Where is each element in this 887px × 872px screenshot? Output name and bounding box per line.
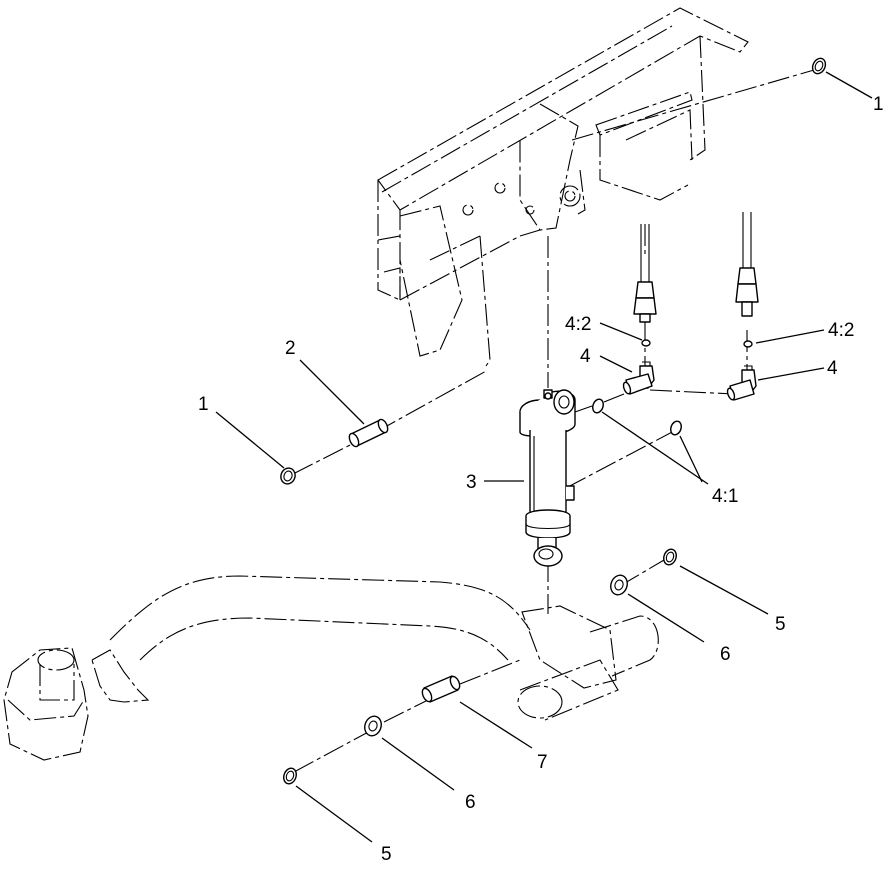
part-2-pivot-pin [348, 418, 389, 448]
leader-lines [215, 71, 873, 843]
callout-labels: 1 1 2 3 4:2 4 4:2 4 4:1 5 6 7 6 5 [198, 94, 884, 865]
part-3-hydraulic-cylinder [519, 389, 576, 567]
part-6-washer-upper [610, 574, 628, 596]
part-4-elbow-fitting-right [726, 365, 757, 401]
part-5-ring-lower [283, 767, 297, 785]
lift-arm-phantom [3, 575, 659, 761]
part-4-elbow-fitting-left [622, 361, 655, 395]
callout-6-upper: 6 [720, 644, 731, 665]
hydraulic-hose-left [633, 224, 657, 323]
part-1-ring-upper [811, 57, 827, 75]
callout-4-2-right: 4:2 [828, 320, 854, 341]
callout-7: 7 [537, 752, 548, 773]
part-4-2-oring-right [743, 340, 753, 348]
part-7-pin [421, 675, 461, 703]
callout-4-right: 4 [827, 358, 838, 379]
part-1-ring-lower [280, 467, 296, 485]
part-5-ring-upper [663, 548, 677, 566]
part-6-washer-lower [364, 715, 382, 737]
hydraulic-hose-right [735, 212, 759, 317]
callout-4-2-left: 4:2 [565, 314, 591, 335]
part-4-1-oring-upper [592, 398, 604, 414]
callout-5-lower: 5 [381, 844, 392, 865]
callout-3: 3 [466, 472, 477, 493]
frame-assembly-phantom [377, 7, 749, 367]
callout-1-lower: 1 [198, 394, 209, 415]
callout-4-left: 4 [580, 346, 591, 367]
callout-2: 2 [285, 338, 296, 359]
part-4-1-oring-lower [670, 420, 682, 436]
callout-6-lower: 6 [465, 792, 476, 813]
part-4-2-oring-left [641, 339, 651, 347]
callout-1-upper: 1 [873, 94, 884, 115]
callout-5-upper: 5 [775, 614, 786, 635]
callout-4-1: 4:1 [712, 486, 738, 507]
